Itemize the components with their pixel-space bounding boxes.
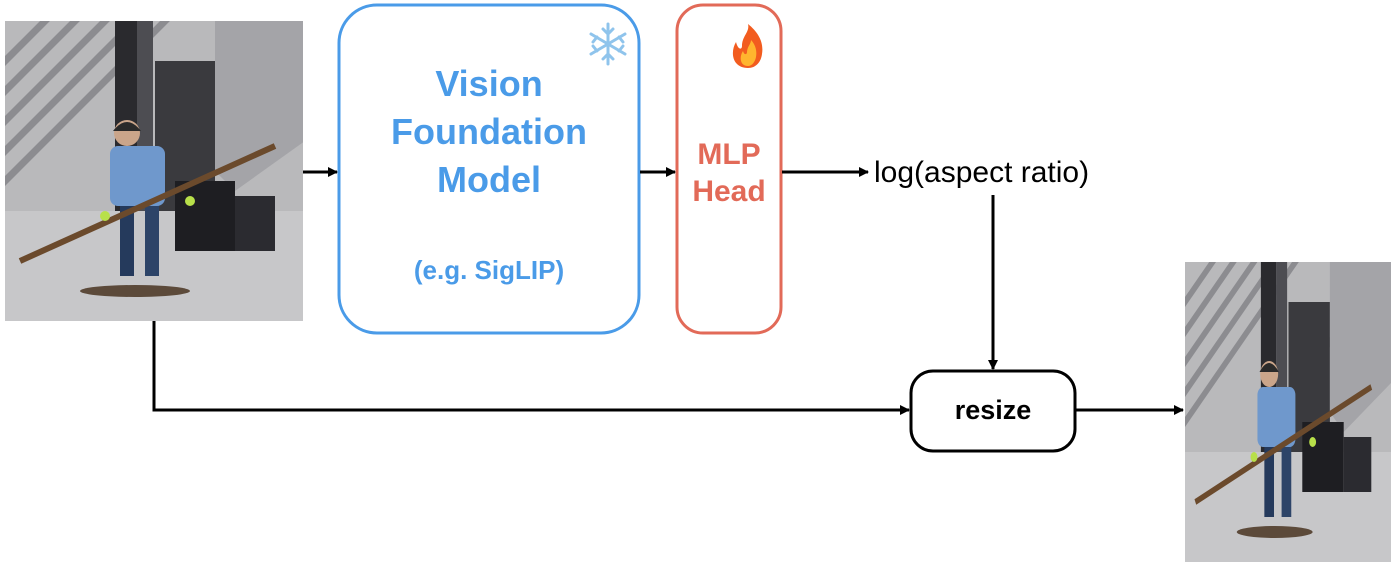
mlp-head-box bbox=[675, 3, 783, 335]
vision-model-box bbox=[337, 3, 641, 335]
mlp-head-title: MLP Head bbox=[677, 136, 781, 210]
resize-box bbox=[909, 369, 1077, 453]
vision-model-title-line: Foundation bbox=[391, 111, 587, 152]
mlp-head-title-line: MLP bbox=[697, 138, 761, 171]
vision-model-title: Vision Foundation Model bbox=[339, 60, 639, 204]
vision-model-title-line: Model bbox=[437, 159, 541, 200]
resize-label: resize bbox=[954, 395, 1032, 425]
output-image bbox=[1157, 242, 1396, 562]
mlp-head-title-line: Head bbox=[692, 175, 766, 208]
vision-model-title-line: Vision bbox=[435, 63, 543, 104]
output-label: log(aspect ratio) bbox=[874, 156, 1090, 189]
input-image bbox=[0, 1, 325, 321]
fire-icon bbox=[732, 24, 763, 68]
arrow-image-to-resize bbox=[152, 321, 910, 415]
snowflake-icon bbox=[589, 22, 627, 66]
vision-model-subtitle: (e.g. SigLIP) bbox=[413, 255, 565, 285]
